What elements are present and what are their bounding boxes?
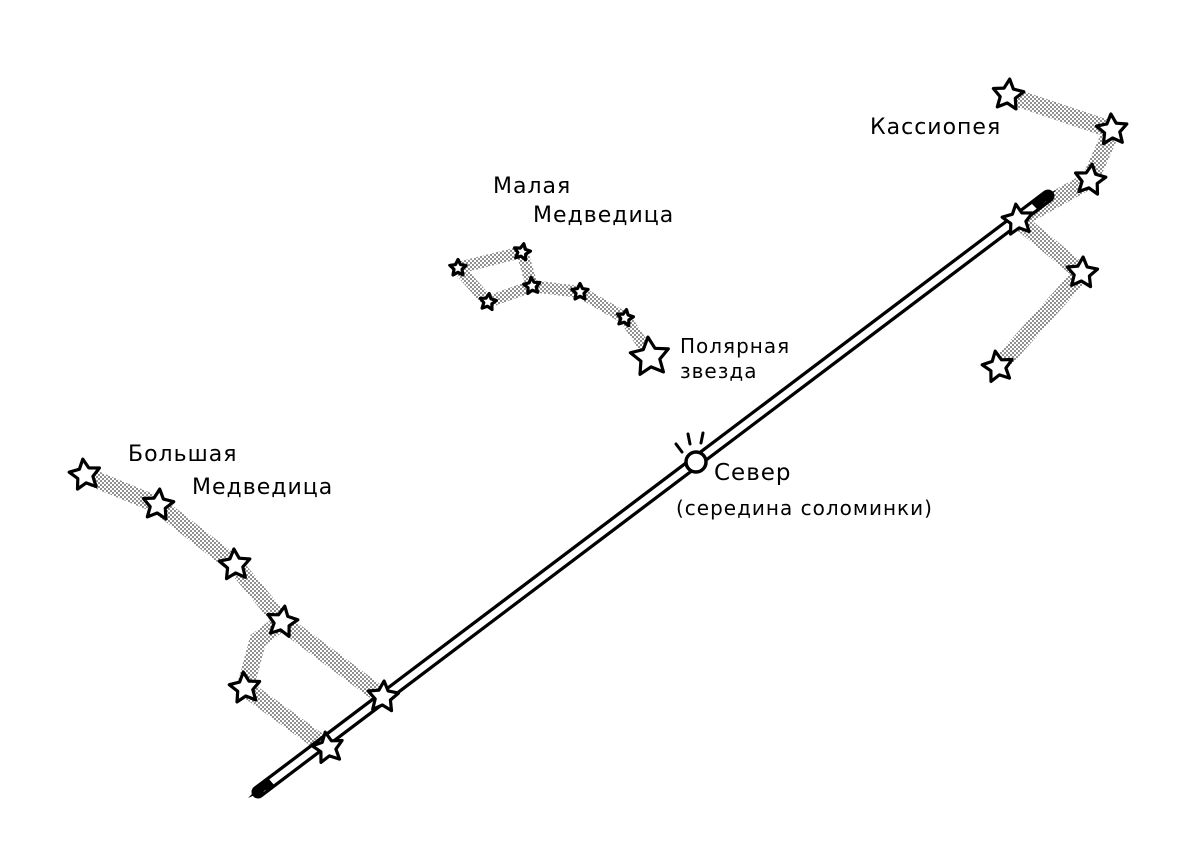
ursa-minor-label-line2: Медведица [533,203,675,228]
north-note-label: (середина соломинки) [676,496,933,520]
north-marker [674,431,708,474]
straw [248,189,1056,799]
ursa-major-star-5 [227,670,262,704]
ursa-minor-star-6 [615,308,636,328]
cassiopeia-label: Кассиопея [870,115,1002,140]
ursa-minor-star-1 [448,257,468,277]
ursa-minor-star-3 [522,275,542,295]
ursa-major-star-7 [310,730,344,765]
ursa-major-label-line2: Медведица [192,475,334,500]
ursa-major-star-6 [366,679,401,713]
ursa-major-label-line1: Большая [128,442,238,467]
polaris-label-line1: Полярная [680,334,791,358]
ursa-major-star-3 [217,547,252,581]
polaris-label-line2: звезда [680,359,758,383]
cassiopeia-star-5 [1065,255,1100,289]
ursa-minor-star-5 [570,281,590,301]
straw-tip-right [1030,190,1056,210]
ursa-minor-star-4 [478,292,498,312]
ursa-major-star-4 [266,604,300,639]
cassiopeia-star-1 [991,77,1026,111]
ursa-major-links [76,466,392,757]
ursa-minor-star-2 [512,242,533,262]
cassiopeia-star-4 [1000,202,1035,236]
cassiopeia-star-3 [1073,162,1108,196]
cassiopeia-star-6 [980,349,1014,383]
cassiopeia-star-2 [1094,112,1129,146]
ursa-minor-label-line1: Малая [493,174,572,199]
north-label: Север [714,460,792,486]
stars [67,77,1129,765]
cassiopeia-links [989,86,1124,376]
ursa-major-star-2 [141,487,176,521]
north-point [684,450,708,474]
ursa-major-star-1 [67,457,102,491]
polaris-star [628,335,670,376]
straw-tip-left [248,778,275,798]
